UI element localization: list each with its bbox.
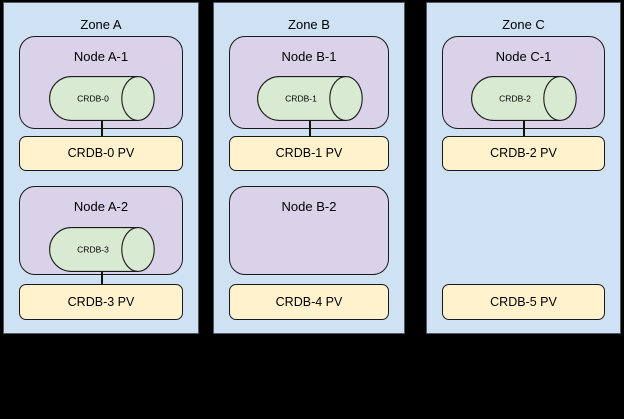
- crdb-3-pod-label: CRDB-3: [77, 245, 109, 255]
- crdb-3-pv-box: CRDB-3 PV: [19, 284, 183, 320]
- node-b-2-box: Node B-2: [229, 186, 389, 275]
- node-a-1-label: Node A-1: [73, 49, 129, 64]
- connector-crdb0-to-pv: [101, 121, 103, 136]
- zone-c-container: Zone C Node C-1 CRDB-2 CRDB-2 PV CRDB-5 …: [426, 2, 621, 334]
- crdb-1-pod-label: CRDB-1: [285, 94, 317, 104]
- crdb-2-pod-cylinder: CRDB-2: [471, 76, 577, 121]
- crdb-1-pod-cylinder: CRDB-1: [257, 76, 363, 121]
- crdb-5-pv-box: CRDB-5 PV: [442, 284, 605, 320]
- crdb-0-pv-box: CRDB-0 PV: [19, 136, 183, 171]
- crdb-1-pv-box: CRDB-1 PV: [229, 136, 389, 171]
- connector-crdb3-to-pv: [101, 272, 103, 284]
- node-b-1-label: Node B-1: [281, 49, 337, 64]
- connector-crdb1-to-pv: [309, 121, 311, 136]
- connector-crdb2-to-pv: [523, 121, 525, 136]
- crdb-0-pod-label: CRDB-0: [77, 94, 109, 104]
- crdb-2-pv-box: CRDB-2 PV: [442, 136, 605, 171]
- crdb-3-pod-cylinder: CRDB-3: [49, 227, 155, 272]
- crdb-2-pod-label: CRDB-2: [499, 94, 531, 104]
- zone-b-container: Zone B Node B-1 CRDB-1 CRDB-1 PV Node B-…: [213, 2, 405, 334]
- zone-a-container: Zone A Node A-1 CRDB-0 CRDB-0 PV Node A-…: [3, 2, 199, 334]
- crdb-4-pv-box: CRDB-4 PV: [229, 284, 389, 320]
- crdb-0-pod-cylinder: CRDB-0: [49, 76, 155, 121]
- node-c-1-label: Node C-1: [495, 49, 552, 64]
- node-b-2-label: Node B-2: [281, 199, 337, 214]
- zone-c-label: Zone C: [502, 17, 545, 32]
- node-a-2-label: Node A-2: [73, 199, 129, 214]
- zone-a-label: Zone A: [80, 17, 122, 32]
- zone-b-label: Zone B: [288, 17, 330, 32]
